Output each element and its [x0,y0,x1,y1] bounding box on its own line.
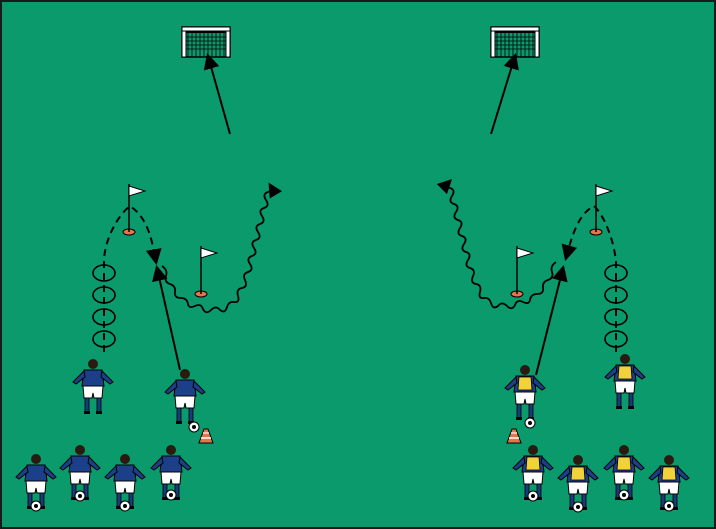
ball-icon [189,422,199,432]
ball-icon [664,501,674,511]
ball-icon [75,491,85,501]
ball-icon [525,418,535,428]
ball-icon [120,501,130,511]
ball-icon [528,491,538,501]
ball-icon [619,490,629,500]
ball-icon [31,501,41,511]
ball-icon [166,490,176,500]
ball-icon [573,502,583,512]
